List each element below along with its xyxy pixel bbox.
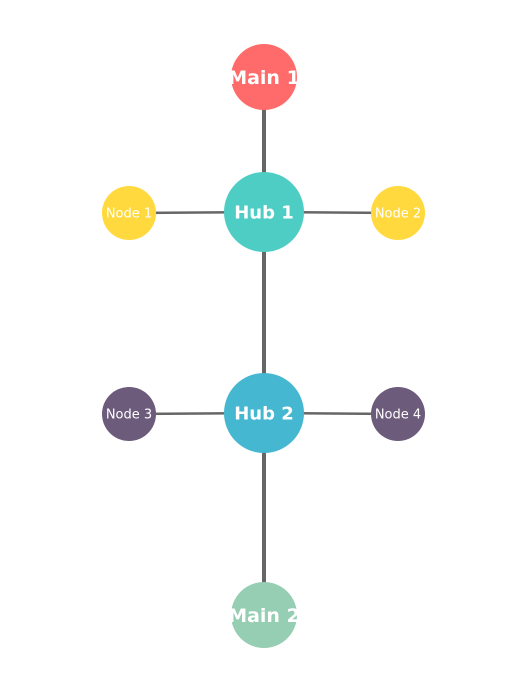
node-circle-main1[interactable] xyxy=(231,44,297,110)
node-node3[interactable]: Node 3 xyxy=(102,387,156,441)
node-node4[interactable]: Node 4 xyxy=(371,387,425,441)
node-label-node2: Node 2 xyxy=(375,207,421,222)
edges-layer xyxy=(128,77,399,615)
node-label-node3: Node 3 xyxy=(106,408,152,423)
node-main2[interactable]: Main 2 xyxy=(228,582,300,648)
node-node1[interactable]: Node 1 xyxy=(102,186,156,240)
node-hub2[interactable]: Hub 2 xyxy=(224,373,304,453)
nodes-layer: Main 1 Hub 1 Node 1 Node 2 Hub 2 Node 3 Node 4… xyxy=(102,44,425,648)
node-label-node1: Node 1 xyxy=(106,207,152,222)
node-circle-node4[interactable] xyxy=(371,387,425,441)
node-circle-node1[interactable] xyxy=(102,186,156,240)
node-circle-node3[interactable] xyxy=(102,387,156,441)
node-main1[interactable]: Main 1 xyxy=(228,44,300,110)
node-circle-hub1[interactable] xyxy=(224,172,304,252)
node-label-hub2: Hub 2 xyxy=(234,404,294,425)
node-hub1[interactable]: Hub 1 xyxy=(224,172,304,252)
node-label-main2: Main 2 xyxy=(228,605,300,627)
node-circle-hub2[interactable] xyxy=(224,373,304,453)
node-circle-main2[interactable] xyxy=(231,582,297,648)
node-node2[interactable]: Node 2 xyxy=(371,186,425,240)
node-circle-node2[interactable] xyxy=(371,186,425,240)
node-label-hub1: Hub 1 xyxy=(234,203,294,224)
node-label-node4: Node 4 xyxy=(375,408,421,423)
node-label-main1: Main 1 xyxy=(228,67,300,89)
